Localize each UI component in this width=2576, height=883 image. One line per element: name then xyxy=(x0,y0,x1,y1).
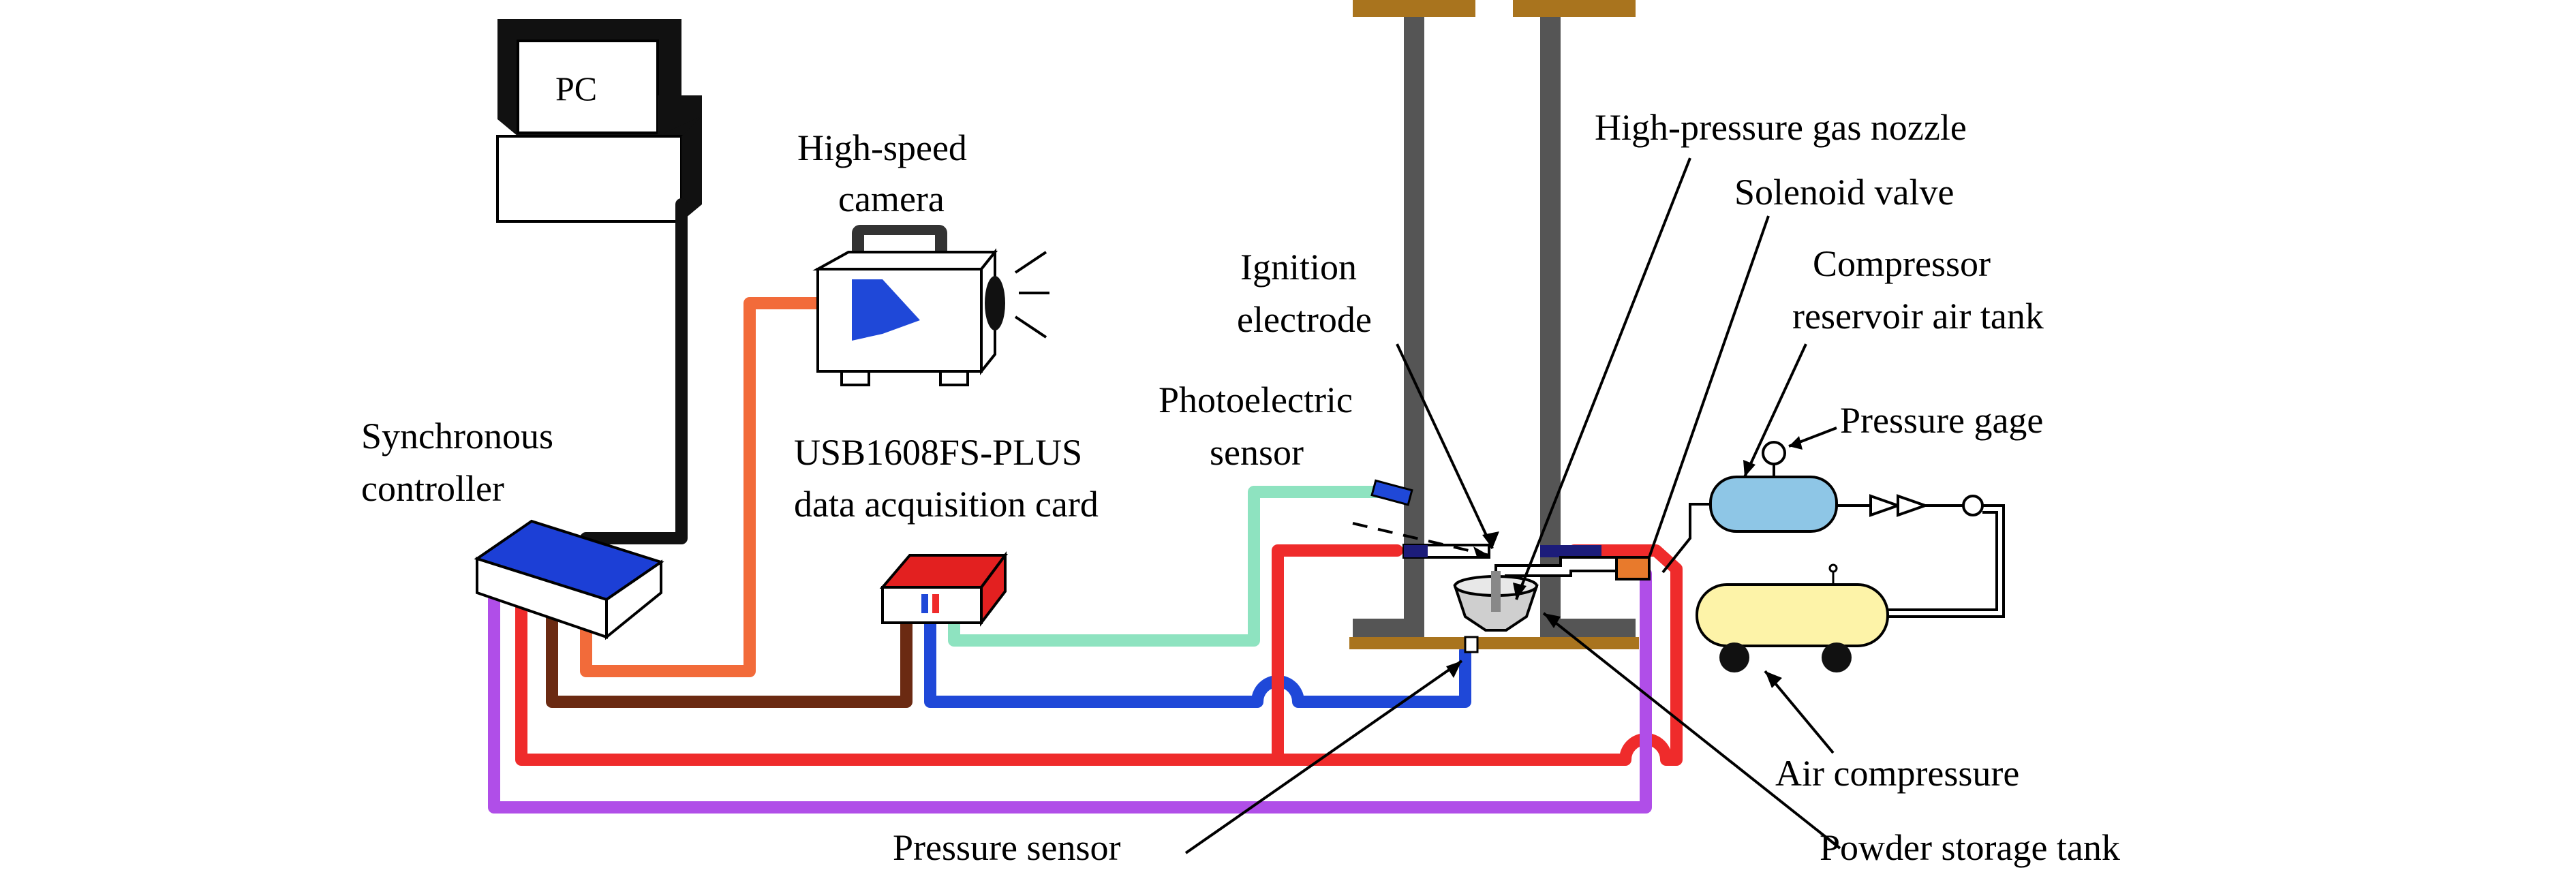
camera-label-2: camera xyxy=(838,179,945,219)
daq-card-label-2: data acquisition card xyxy=(794,484,1099,525)
pressure-sensor-label: Pressure sensor xyxy=(893,827,1120,868)
arrowheads xyxy=(1446,436,1803,688)
synchronous-controller-label-1: Synchronous xyxy=(361,416,553,456)
photoelectric-sensor xyxy=(1370,479,1413,506)
powder-storage-tank-label: Powder storage tank xyxy=(1820,827,2120,868)
black-cable xyxy=(580,198,688,544)
air-tank-label-1: Compressor xyxy=(1813,243,1991,284)
mint-cable xyxy=(948,486,1396,647)
synchronous-controller-label-2: controller xyxy=(361,468,504,509)
purple-cable xyxy=(488,568,1652,814)
pressure-gage-label: Pressure gage xyxy=(1840,400,2043,441)
compressor-reservoir-air-tank xyxy=(1709,463,1838,533)
orange-cable xyxy=(580,297,831,677)
ignition-electrode-label-2: electrode xyxy=(1237,299,1372,340)
pc-label: PC xyxy=(555,69,597,108)
solenoid-valve-label: Solenoid valve xyxy=(1734,172,1954,213)
high-speed-camera xyxy=(812,225,1049,386)
air-tank-label-2: reservoir air tank xyxy=(1792,296,2044,337)
air-compressor xyxy=(1696,563,1889,672)
ignition-electrode-label-1: Ignition xyxy=(1240,247,1357,288)
pressure-gage xyxy=(1762,441,1786,465)
pc-computer: PC xyxy=(496,19,702,223)
explosion-tube xyxy=(1349,0,1639,653)
brown-cable xyxy=(546,604,913,708)
air-line-with-valve xyxy=(1837,494,2005,618)
air-compressor-label: Air compressure xyxy=(1775,753,2019,794)
cables xyxy=(488,198,1683,814)
photoelectric-sensor-label-2: sensor xyxy=(1210,432,1304,473)
camera-label-1: High-speed xyxy=(797,127,967,168)
daq-card xyxy=(879,551,1008,627)
leader-lines xyxy=(1184,157,1841,854)
air-feed-line xyxy=(1661,503,1711,574)
photoelectric-sensor-label-1: Photoelectric xyxy=(1159,379,1353,420)
daq-card-label-1: USB1608FS-PLUS xyxy=(794,432,1082,473)
solenoid-valve xyxy=(1615,556,1651,580)
gas-nozzle-label: High-pressure gas nozzle xyxy=(1595,107,1967,148)
synchronous-controller xyxy=(474,519,664,640)
